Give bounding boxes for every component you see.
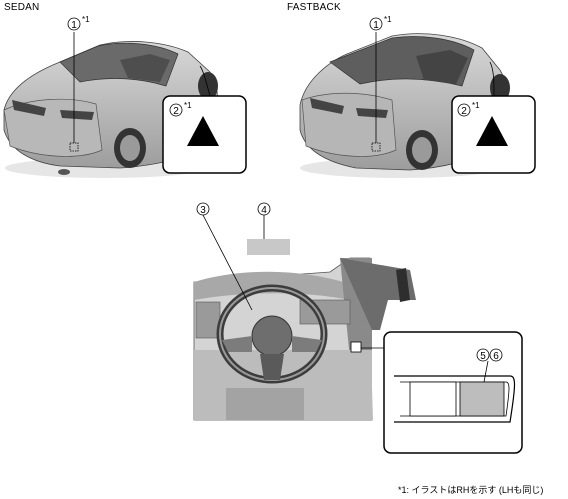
ref-mark-2-sedan: *1 bbox=[184, 101, 192, 110]
fastback-warning-triangle-icon bbox=[476, 116, 508, 146]
fastback-illustration bbox=[299, 17, 536, 178]
fastback-label: FASTBACK bbox=[287, 2, 341, 13]
callout-2-fastback: 2 bbox=[461, 106, 467, 117]
sedan-warning-triangle-icon bbox=[187, 116, 219, 146]
callout-1-sedan: 1 bbox=[71, 20, 77, 31]
ref-mark-1-sedan: *1 bbox=[82, 15, 90, 24]
ref-mark-2-fastback: *1 bbox=[472, 101, 480, 110]
sedan-label: SEDAN bbox=[4, 2, 40, 13]
callout-1-fastback: 1 bbox=[373, 20, 379, 31]
callout-4: 4 bbox=[261, 205, 267, 216]
sedan-illustration bbox=[3, 17, 247, 178]
footnote: *1: イラストはRHを示す (LHも同じ) bbox=[398, 485, 544, 495]
ref-mark-1-fastback: *1 bbox=[384, 15, 392, 24]
callout-3: 3 bbox=[200, 205, 206, 216]
callout-5: 5 bbox=[480, 351, 486, 362]
callout-2-sedan: 2 bbox=[173, 106, 179, 117]
interior-illustration bbox=[193, 202, 523, 454]
callout-6: 6 bbox=[493, 351, 499, 362]
